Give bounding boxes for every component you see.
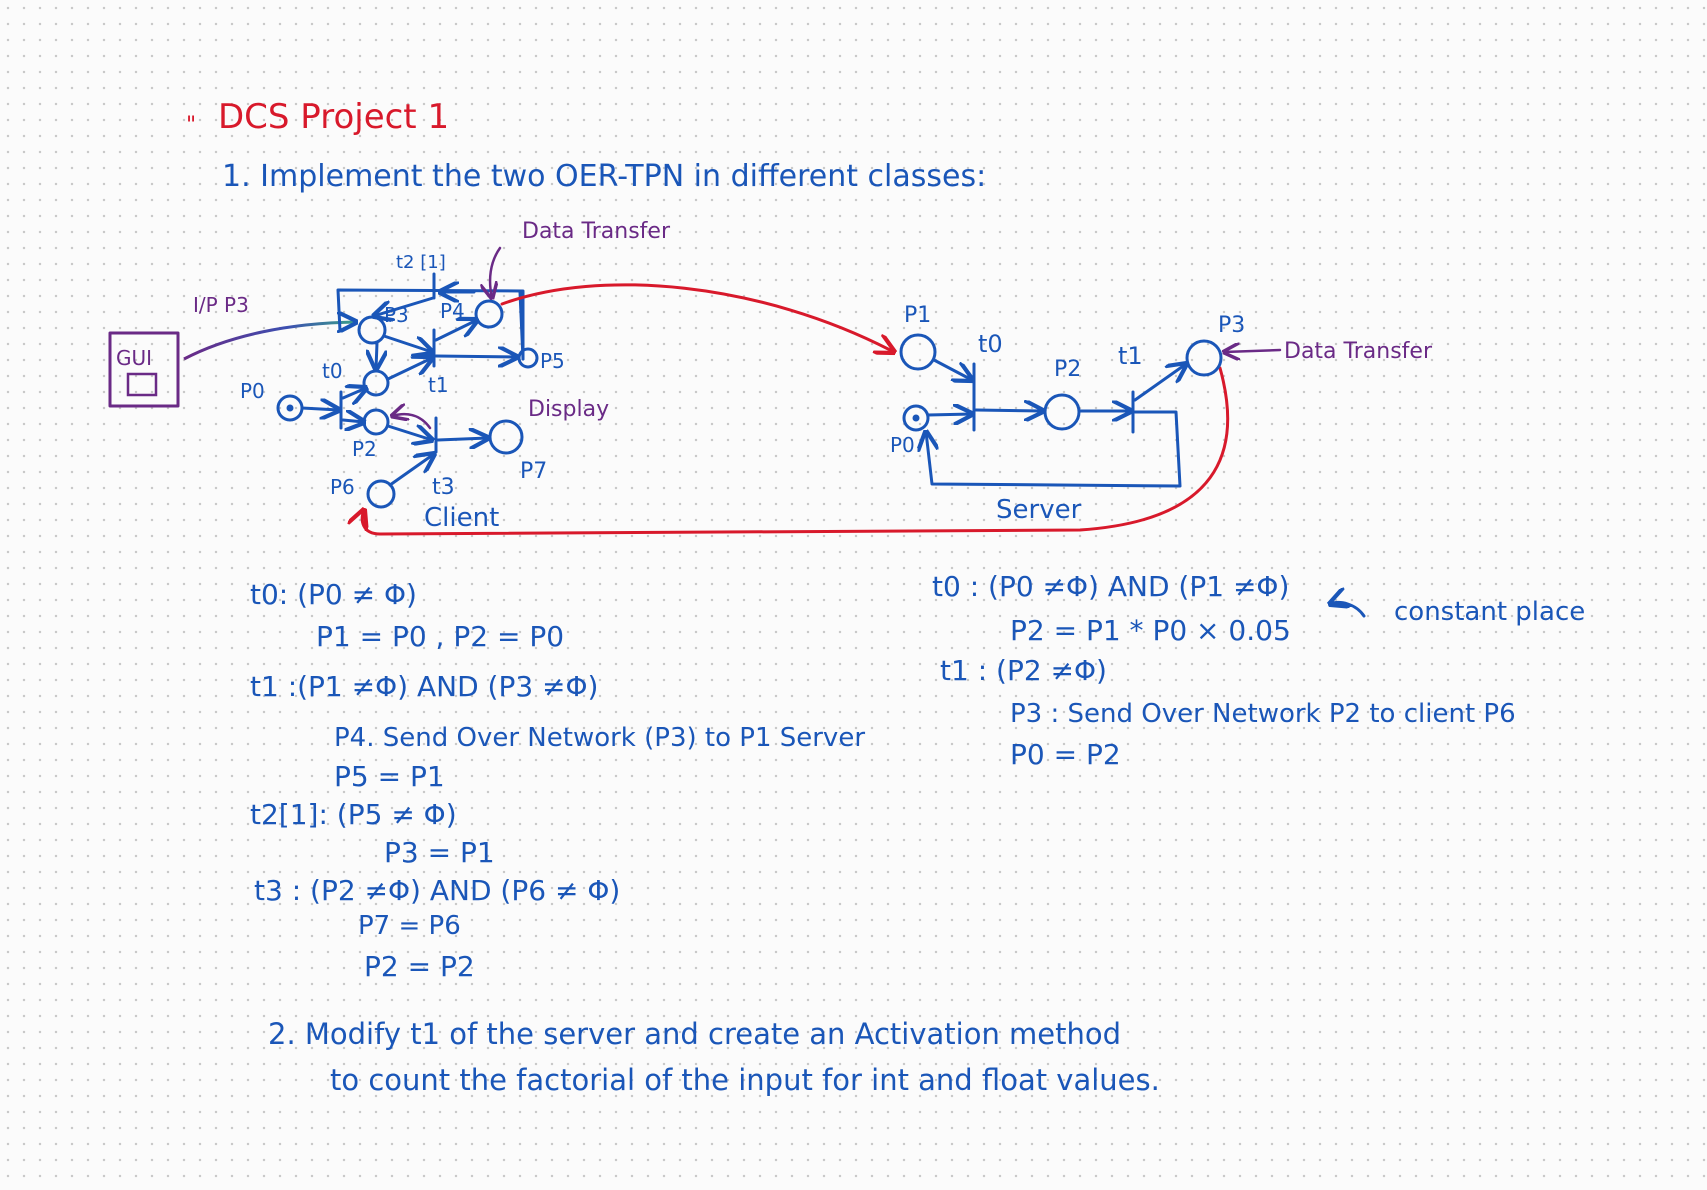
client-rule-t2-action: P3 = P1 bbox=[384, 836, 495, 869]
arc-s-p0-t0 bbox=[926, 414, 972, 415]
client-rule-t3-guard: t3 : (P2 ≠Φ) AND (P6 ≠ Φ) bbox=[254, 874, 620, 907]
gui-box bbox=[108, 331, 180, 408]
client-p6-label: P6 bbox=[330, 475, 355, 499]
server-p0-token bbox=[912, 414, 920, 422]
arc-loop-side bbox=[518, 290, 525, 361]
server-rule-t1-guard: t1 : (P2 ≠Φ) bbox=[940, 654, 1107, 687]
arc-t0-p2 bbox=[341, 420, 364, 422]
network-arc-client-to-server bbox=[500, 283, 894, 352]
arc-p1-t1 bbox=[386, 358, 432, 381]
arc-p3-t0 bbox=[376, 341, 377, 369]
client-rule-t3-action-1: P7 = P6 bbox=[358, 911, 461, 941]
client-rule-t0-action: P1 = P0 , P2 = P0 bbox=[316, 620, 564, 653]
task-2-line-2: to count the factorial of the input for … bbox=[330, 1063, 1160, 1097]
data-transfer-pointer bbox=[490, 246, 502, 298]
display-label: Display bbox=[528, 397, 609, 422]
client-place-p6 bbox=[366, 479, 396, 509]
server-t1-label: t1 bbox=[1118, 342, 1143, 370]
client-rule-t1-guard: t1 :(P1 ≠Φ) AND (P3 ≠Φ) bbox=[250, 670, 598, 703]
server-net: P1 P0 t0 P2 t1 P3 Data Transfer Server bbox=[890, 303, 1433, 525]
server-constant-note: constant place bbox=[1394, 597, 1585, 627]
server-t0-label: t0 bbox=[978, 330, 1003, 358]
server-rule-t1-action-2: P0 = P2 bbox=[1010, 738, 1121, 771]
client-rule-t2-guard: t2[1]: (P5 ≠ Φ) bbox=[250, 798, 457, 831]
client-p0-label: P0 bbox=[240, 379, 265, 403]
client-p4-label: P4 bbox=[440, 299, 465, 323]
arc-t1-p5 bbox=[434, 356, 517, 357]
transition-t0-label: t0 bbox=[322, 359, 343, 383]
server-caption: Server bbox=[996, 495, 1082, 525]
arc-t3-p7 bbox=[436, 438, 488, 440]
server-p3-label: P3 bbox=[1218, 313, 1245, 338]
client-caption: Client bbox=[424, 503, 499, 533]
client-p2-label: P2 bbox=[352, 437, 377, 461]
server-rule-t0-guard: t0 : (P0 ≠Φ) AND (P1 ≠Φ) bbox=[932, 570, 1289, 603]
task-2: 2. Modify t1 of the server and create an… bbox=[268, 1017, 1160, 1097]
server-place-p1 bbox=[899, 333, 937, 371]
server-rules: t0 : (P0 ≠Φ) AND (P1 ≠Φ) P2 = P1 * P0 × … bbox=[932, 570, 1585, 771]
server-rule-t0-action: P2 = P1 * P0 × 0.05 bbox=[1010, 614, 1291, 647]
arc-s-p1-t0 bbox=[932, 358, 972, 380]
client-rules: t0: (P0 ≠ Φ) P1 = P0 , P2 = P0 t1 :(P1 ≠… bbox=[250, 578, 865, 983]
server-data-transfer-pointer bbox=[1224, 350, 1282, 352]
arc-p6-t3 bbox=[388, 454, 434, 487]
task-2-line-1: 2. Modify t1 of the server and create an… bbox=[268, 1017, 1121, 1051]
server-place-p3 bbox=[1185, 339, 1223, 377]
arc-p2-t3 bbox=[386, 426, 432, 440]
client-place-p7 bbox=[488, 419, 524, 455]
client-place-p1 bbox=[362, 369, 390, 397]
page-title: DCS Project 1 bbox=[218, 97, 449, 137]
task-1-heading: 1. Implement the two OER-TPN in differen… bbox=[222, 159, 986, 194]
arc-s-t0-p2 bbox=[974, 410, 1043, 411]
client-data-transfer-label: Data Transfer bbox=[522, 219, 671, 244]
server-p1-label: P1 bbox=[904, 303, 931, 328]
client-rule-t1-action-2: P5 = P1 bbox=[334, 760, 445, 793]
quote-mark: " bbox=[186, 113, 196, 138]
gui-label: GUI bbox=[116, 346, 152, 370]
client-net: GUI I/P P3 t2 [1] P3 P4 P5 P0 P2 P7 P6 t… bbox=[108, 219, 671, 533]
constant-place-pointer bbox=[1330, 603, 1366, 618]
arc-t0-p1 bbox=[341, 388, 366, 398]
server-data-transfer-label: Data Transfer bbox=[1284, 339, 1433, 364]
server-rule-t1-action-1: P3 : Send Over Network P2 to client P6 bbox=[1010, 699, 1516, 729]
client-rule-t3-action-2: P2 = P2 bbox=[364, 950, 475, 983]
display-pointer bbox=[392, 414, 432, 430]
client-rule-t0-guard: t0: (P0 ≠ Φ) bbox=[250, 578, 417, 611]
arc-p3-t1 bbox=[382, 334, 432, 352]
arc-t1-p4 bbox=[434, 320, 477, 342]
transition-t3-label: t3 bbox=[432, 475, 455, 500]
server-p2-label: P2 bbox=[1054, 357, 1081, 382]
arc-p0-t0 bbox=[300, 408, 339, 410]
client-place-p3 bbox=[357, 315, 387, 345]
client-place-p4 bbox=[474, 299, 504, 329]
header: " DCS Project 1 1. Implement the two OER… bbox=[186, 97, 986, 194]
transition-t2-label: t2 [1] bbox=[396, 252, 446, 273]
server-place-p2 bbox=[1043, 393, 1081, 431]
client-p7-label: P7 bbox=[520, 459, 547, 484]
arc-s-t1-p0-loop bbox=[926, 410, 1182, 488]
input-label: I/P P3 bbox=[193, 293, 249, 317]
client-p5-label: P5 bbox=[540, 349, 565, 373]
client-place-p2 bbox=[362, 408, 390, 436]
transition-t1-label: t1 bbox=[428, 373, 449, 397]
arc-s-t1-p3 bbox=[1133, 364, 1186, 402]
client-rule-t1-action-1: P4. Send Over Network (P3) to P1 Server bbox=[334, 723, 865, 753]
network-arc-server-to-client bbox=[362, 366, 1230, 536]
client-p0-token bbox=[286, 404, 294, 412]
server-p0-label: P0 bbox=[890, 433, 915, 457]
t2-loop-arc bbox=[336, 288, 525, 361]
arc-t2-p3 bbox=[374, 296, 435, 316]
gui-input-arc bbox=[183, 322, 356, 361]
gui-window-icon bbox=[126, 372, 158, 397]
